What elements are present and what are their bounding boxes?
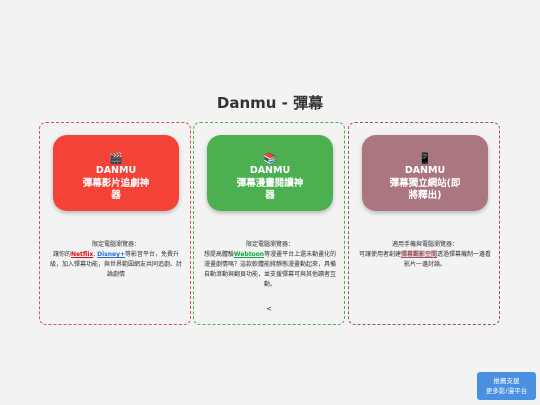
tile-label-line2: 器 bbox=[111, 190, 121, 201]
comic-danmu-tile-button[interactable]: 📚 DANMU 彈幕漫畫閱讀神 器 bbox=[207, 135, 333, 211]
support-button-line1: 推薦支援 bbox=[493, 377, 520, 385]
desc-post: 等影音平台，免費升級，加入彈幕功能，與世界範圍網友共同追劇、討論劇情 bbox=[49, 251, 182, 278]
recommend-support-button[interactable]: 推薦支援 更多影/漫平台 bbox=[477, 372, 536, 400]
card-description: 限定電腦瀏覽器： 讓你的Netflix, Disney+等影音平台，免費升級，加… bbox=[48, 240, 184, 280]
tile-label-brand: DANMU bbox=[249, 165, 291, 176]
desc-pre: 可讓使用者創建 bbox=[358, 251, 401, 258]
card-standalone-site: 📱 DANMU 彈幕獨立網站(即 將釋出) 適用手機與電腦瀏覽器： 可讓使用者創… bbox=[348, 122, 500, 325]
desc-sep: , bbox=[93, 251, 98, 258]
netflix-link[interactable]: Netflix bbox=[70, 251, 94, 258]
desc-post: 透過彈幕機制一邊看影片一邊討論。 bbox=[403, 251, 492, 268]
tile-label-line1: 彈幕獨立網站(即 bbox=[389, 177, 461, 189]
standalone-site-tile-button[interactable]: 📱 DANMU 彈幕獨立網站(即 將釋出) bbox=[362, 135, 488, 211]
desc-pre: 想提高體驗 bbox=[203, 251, 234, 258]
tile-label-line2: 將釋出) bbox=[408, 190, 442, 201]
desc-heading: 適用手機與電腦瀏覽器： bbox=[391, 241, 458, 248]
disney-plus-link[interactable]: Disney+ bbox=[97, 251, 126, 258]
desc-heading: 限定電腦瀏覽器： bbox=[245, 241, 294, 248]
page-title: Danmu - 彈幕 bbox=[216, 94, 324, 112]
card-description: 適用手機與電腦瀏覽器： 可讓使用者創建彈幕觀影空間透過彈幕機制一邊看影片一邊討論… bbox=[357, 240, 493, 270]
clapper-board-icon: 🎬 bbox=[109, 152, 123, 165]
mobile-phone-icon: 📱 bbox=[418, 152, 432, 165]
card-video-danmu: 🎬 DANMU 彈幕影片追劇神 器 限定電腦瀏覽器： 讓你的Netflix, D… bbox=[39, 122, 191, 325]
card-description: 限定電腦瀏覽器： 想提高體驗Webtoon等漫畫平台上還未動畫化的漫畫劇情嗎？這… bbox=[202, 240, 338, 290]
desc-post: 等漫畫平台上還未動畫化的漫畫劇情嗎？這款軟體能將靜態漫畫動起來，具備自動滾動與翻… bbox=[203, 251, 337, 288]
desc-pre: 讓你的 bbox=[52, 251, 71, 258]
tile-label-brand: DANMU bbox=[404, 165, 446, 176]
chevron-left-icon[interactable]: < bbox=[266, 305, 272, 313]
viewing-space-link[interactable]: 彈幕觀影空間 bbox=[400, 251, 437, 258]
video-danmu-tile-button[interactable]: 🎬 DANMU 彈幕影片追劇神 器 bbox=[53, 135, 179, 211]
desc-heading: 限定電腦瀏覽器： bbox=[91, 241, 140, 248]
tile-label-brand: DANMU bbox=[95, 165, 137, 176]
card-comic-danmu: 📚 DANMU 彈幕漫畫閱讀神 器 限定電腦瀏覽器： 想提高體驗Webtoon等… bbox=[193, 122, 345, 325]
tile-label-line1: 彈幕漫畫閱讀神 bbox=[236, 177, 304, 189]
tile-label-line2: 器 bbox=[265, 190, 275, 201]
tile-label-line1: 彈幕影片追劇神 bbox=[82, 177, 150, 189]
support-button-line2: 更多影/漫平台 bbox=[485, 387, 528, 395]
books-icon: 📚 bbox=[263, 152, 277, 165]
webtoon-link[interactable]: Webtoon bbox=[233, 251, 265, 258]
